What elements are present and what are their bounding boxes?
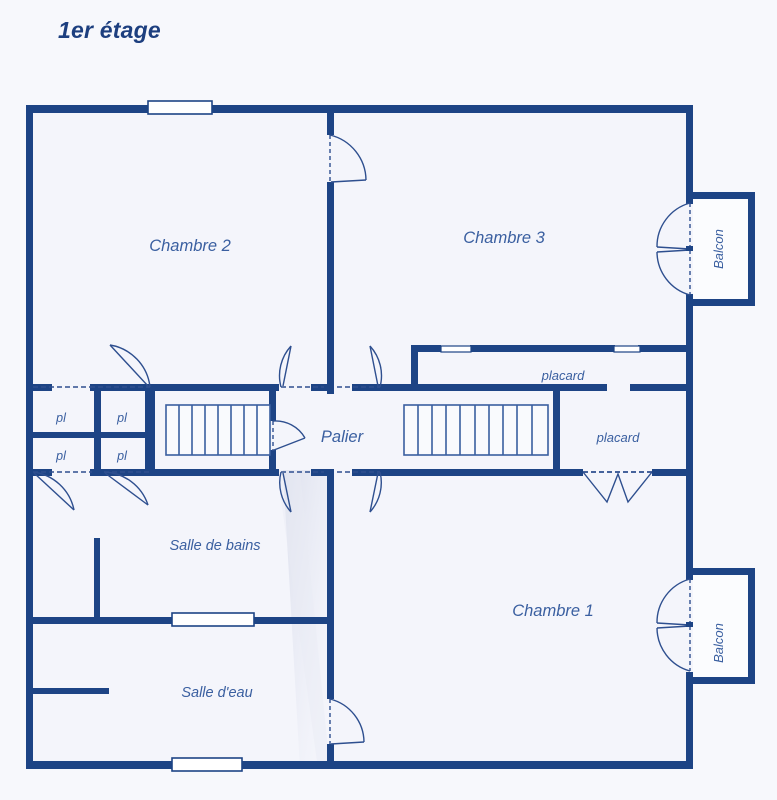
balcony-upper <box>656 192 755 306</box>
page-title: 1er étage <box>58 17 161 43</box>
room-label-salle-de-bains: Salle de bains <box>169 538 260 554</box>
room-label-placard-droite: placard <box>596 430 640 445</box>
door-pl-bottom-left <box>32 471 92 511</box>
balcony-lower <box>656 568 755 684</box>
room-label-salle-deau: Salle d'eau <box>181 685 252 701</box>
closet-label-pl-2: pl <box>116 411 128 425</box>
door-salle-deau <box>329 698 365 745</box>
room-label-chambre1: Chambre 1 <box>512 602 594 620</box>
window-top <box>147 100 213 115</box>
closet-label-pl-4: pl <box>116 449 128 463</box>
door-stair-landing <box>272 420 306 451</box>
room-label-chambre3: Chambre 3 <box>463 229 545 247</box>
room-label-balcon-bas: Balcon <box>711 623 726 663</box>
door-palier-left-upper <box>278 345 324 388</box>
room-labels: Chambre 2 Chambre 3 Chambre 1 Palier Sal… <box>149 229 726 701</box>
placard-sliding-doors <box>440 345 641 353</box>
window-bath-divider <box>171 612 255 627</box>
door-palier-right-upper <box>337 345 383 388</box>
door-pl-bottom-right <box>103 471 150 506</box>
room-label-balcon-haut: Balcon <box>711 229 726 269</box>
closet-label-pl-3: pl <box>55 449 67 463</box>
door-palier-right-lower <box>337 471 382 513</box>
room-label-palier: Palier <box>321 428 365 446</box>
door-chambre2 <box>90 344 151 388</box>
door-chambre3-top <box>329 134 367 183</box>
staircase-right <box>403 404 549 456</box>
windows <box>147 100 255 772</box>
room-label-chambre2: Chambre 2 <box>149 237 231 255</box>
room-label-placard-haut: placard <box>541 368 585 383</box>
window-bottom <box>171 757 243 772</box>
closet-labels: pl pl pl pl <box>55 411 128 463</box>
door-palier-left-lower <box>279 471 324 513</box>
closet-label-pl-1: pl <box>55 411 67 425</box>
doors <box>32 134 653 745</box>
staircase-left <box>165 404 271 456</box>
